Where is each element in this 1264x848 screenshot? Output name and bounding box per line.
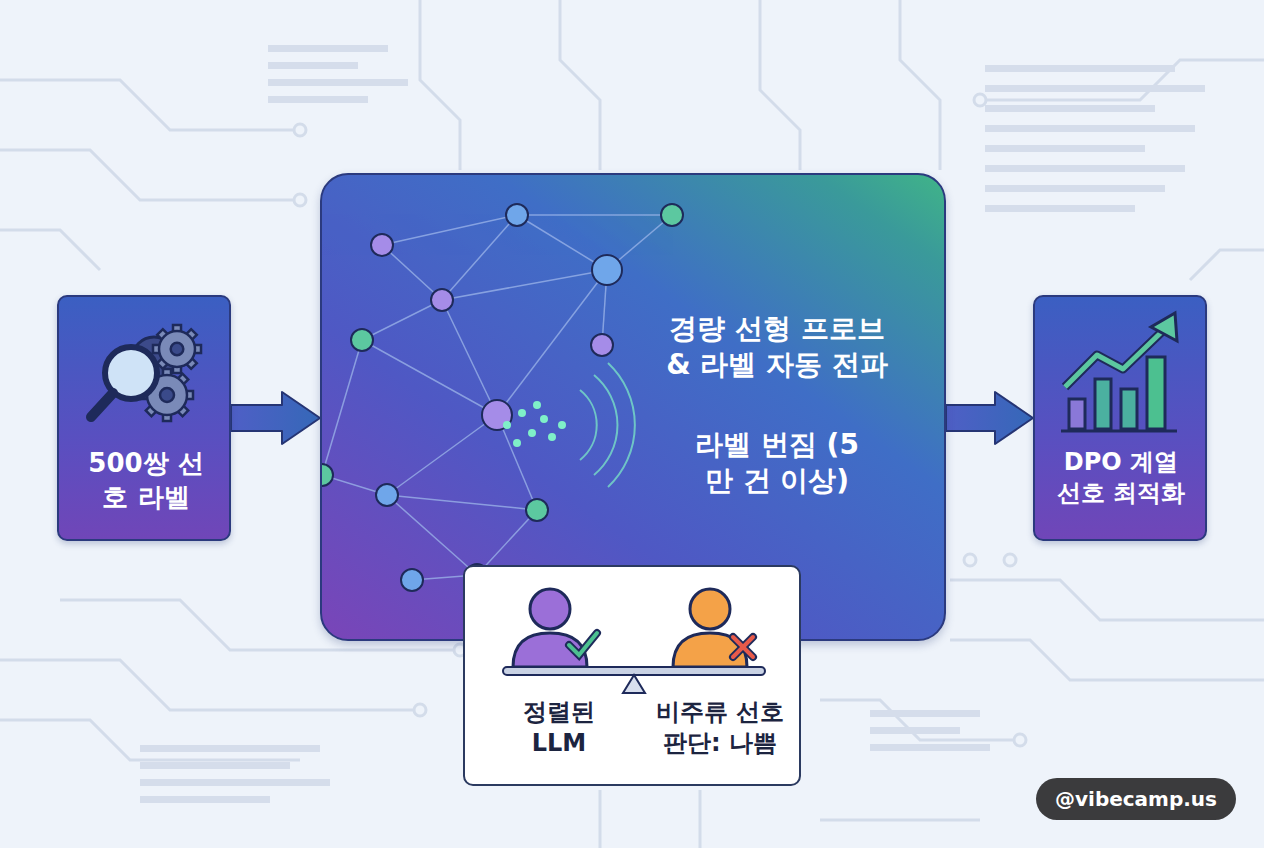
node-text: 500쌍 선호 라벨 (86, 447, 206, 515)
node-text: 정렬된 LLM (509, 697, 609, 759)
flow-arrow (231, 392, 320, 444)
input-box: 500쌍 선호 라벨 (57, 295, 231, 541)
node-text: 라벨 번짐 (5만 건 이상) (691, 427, 863, 500)
comparison-box: 정렬된 LLM 비주류 선호 판단: 나쁨 (463, 565, 801, 786)
watermark: @vibecamp.us (1036, 778, 1236, 820)
output-box: DPO 계열 선호 최적화 (1033, 295, 1207, 541)
node-text: 비주류 선호 판단: 나쁨 (645, 697, 795, 759)
node-text: 경량 선형 프로브 & 라벨 자동 전파 (661, 311, 893, 384)
flow-arrow (946, 392, 1033, 444)
node-text: DPO 계열 선호 최적화 (1051, 447, 1191, 509)
